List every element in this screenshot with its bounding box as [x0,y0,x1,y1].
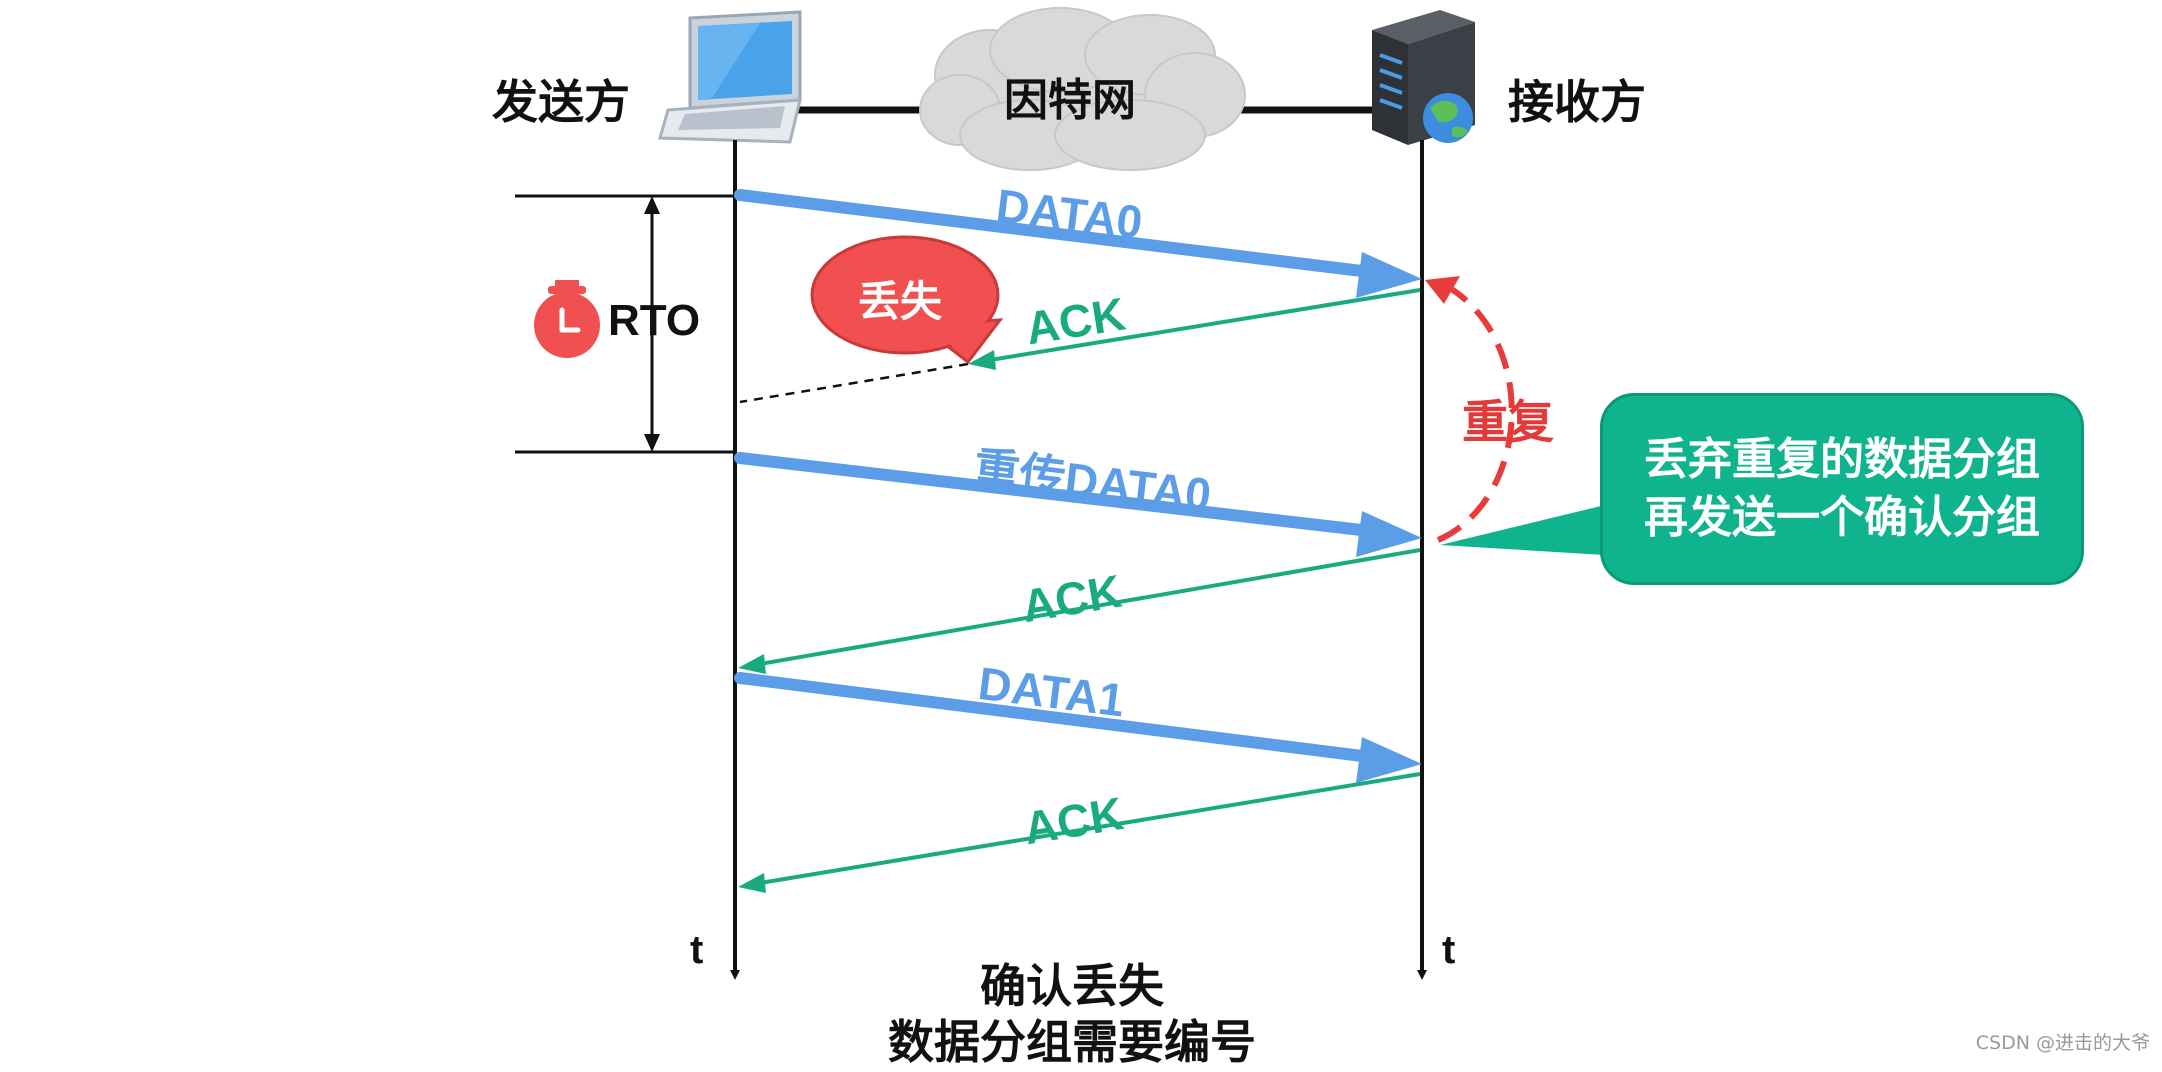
data0-arrow-line [734,189,1376,278]
sender-label: 发送方 [492,75,630,129]
ack-lost-dashed-line [739,362,969,404]
caption-line1: 确认丢失 [980,959,1164,1013]
rto-label: RTO [608,296,701,345]
lost-bubble [810,235,1004,365]
retransmit-arrow-line [734,452,1376,537]
note-line2: 再发送一个确认分组 [1644,492,2040,543]
ack3-arrow-line [759,772,1421,885]
server-icon [1372,10,1475,145]
data1-arrow-line [734,672,1376,763]
note-pointer [1440,505,1605,555]
lost-label: 丢失 [858,277,943,326]
watermark: CSDN @进击的大爷 [1975,1032,2150,1054]
duplicate-arc [1436,282,1515,543]
duplicate-arc-head [1425,276,1460,304]
rto-arrow-up [644,196,660,214]
receiver-label: 接收方 [1508,75,1646,129]
sender-time-label: t [690,928,704,972]
laptop-icon [658,10,802,144]
ack-lost-arrow-head [968,350,996,370]
ack2-arrow-line [759,548,1421,666]
note-line1: 丢弃重复的数据分组 [1644,434,2040,485]
data1-arrow-head [1356,737,1422,783]
receiver-time-label: t [1442,928,1456,972]
caption-line2: 数据分组需要编号 [888,1015,1256,1069]
ack3-arrow-head [738,873,766,893]
stopwatch-icon [534,280,600,358]
data0-arrow-head [1356,252,1422,298]
note-callout: 丢弃重复的数据分组 再发送一个确认分组 [1600,393,2084,585]
cloud-icon [919,7,1246,171]
ack2-arrow-head [738,654,766,674]
network-label: 因特网 [1004,75,1136,126]
duplicate-label: 重复 [1462,395,1554,449]
retransmit-arrow-head [1356,511,1422,557]
ack-lost-arrow-line [989,288,1421,362]
rto-arrow-down [644,434,660,452]
